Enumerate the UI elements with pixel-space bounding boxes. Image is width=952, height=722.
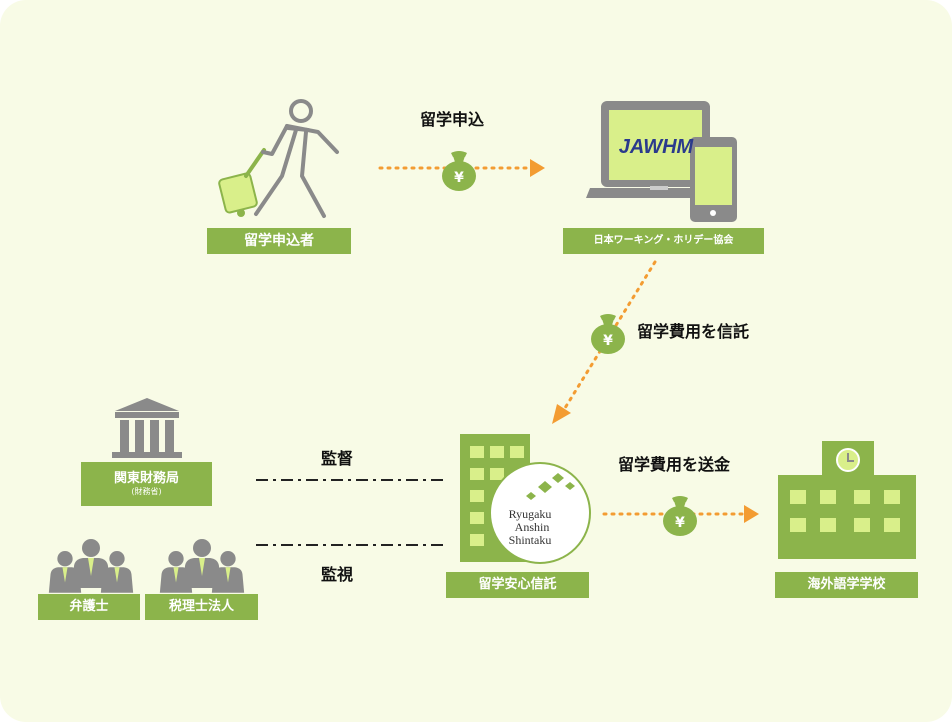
bank-icon [112, 398, 182, 458]
remit-yen-symbol: ¥ [675, 515, 685, 531]
finance-bureau-label-text: 関東財務局 [113, 470, 179, 486]
entrust-yen-symbol: ¥ [603, 333, 613, 349]
trust-building-icon [460, 434, 591, 564]
school-label-text: 海外語学学校 [807, 576, 886, 592]
tax-accountant-people-icon [159, 539, 245, 593]
tax-accountant-label-text: 税理士法人 [168, 598, 234, 614]
trust-logo-line-2: Anshin [515, 520, 550, 534]
entrust-arrow [552, 260, 657, 424]
remit-flow-label: 留学費用を送金 [618, 455, 731, 474]
applicant-label-text: 留学申込者 [244, 232, 314, 249]
jawhm-label: 日本ワーキング・ホリデー協会 [563, 228, 764, 254]
lawyer-label: 弁護士 [38, 594, 140, 620]
traveler-icon [218, 99, 339, 218]
trust-label: 留学安心信託 [446, 572, 589, 598]
supervise-flow-label: 監督 [321, 449, 354, 468]
apply-flow-label: 留学申込 [420, 110, 485, 129]
lawyer-people-icon [48, 539, 134, 593]
remit-arrow [602, 505, 759, 523]
jawhm-label-text: 日本ワーキング・ホリデー協会 [593, 235, 734, 247]
monitor-flow-label: 監視 [321, 565, 354, 584]
school-icon [778, 441, 916, 559]
trust-logo-line-3: Shintaku [509, 533, 552, 547]
jawhm-screen-text: JAWHM [619, 136, 695, 158]
applicant-label: 留学申込者 [207, 228, 351, 254]
finance-bureau-sublabel: (財務省) [131, 486, 162, 496]
finance-bureau-label: 関東財務局 (財務省) [81, 462, 212, 506]
lawyer-label-text: 弁護士 [69, 598, 109, 614]
school-label: 海外語学学校 [775, 572, 918, 598]
entrust-flow-label: 留学費用を信託 [637, 322, 750, 341]
devices-icon [586, 101, 737, 222]
tax-accountant-label: 税理士法人 [145, 594, 258, 620]
apply-yen-symbol: ¥ [454, 170, 464, 186]
trust-logo-line-1: Ryugaku [509, 507, 552, 521]
trust-label-text: 留学安心信託 [478, 576, 557, 592]
